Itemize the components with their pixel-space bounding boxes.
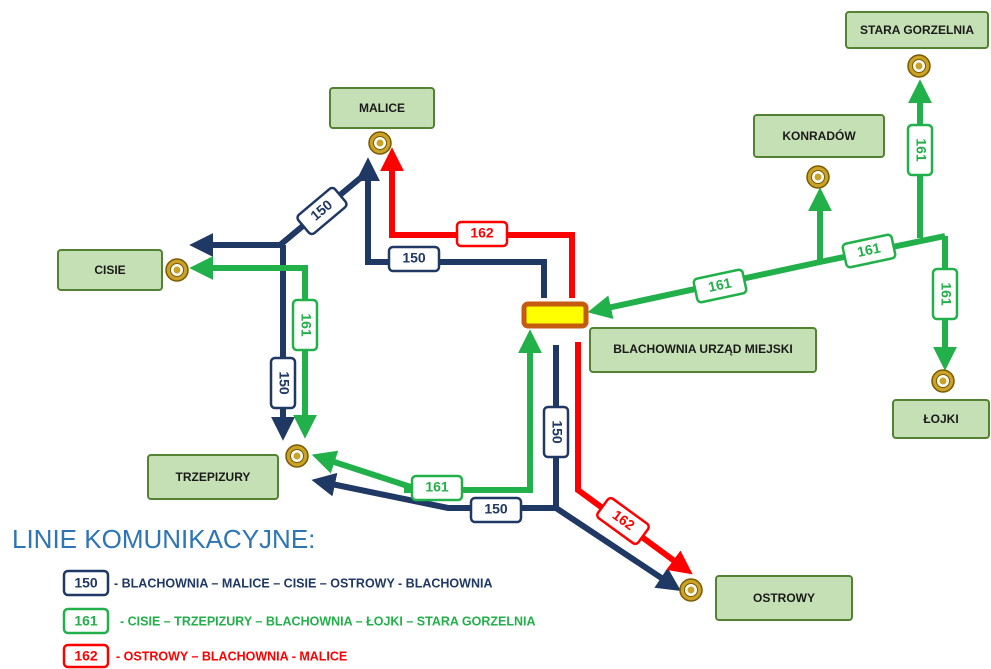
stop-box <box>329 87 435 129</box>
route-tag-150-top: 150 <box>387 245 441 273</box>
stop-stara-gorzelnia: STARA GORZELNIA <box>845 11 989 78</box>
stop-label: TRZEPIZURY <box>176 470 251 484</box>
route-tag-162-top: 162 <box>455 220 509 248</box>
stop-box <box>147 454 279 500</box>
stop-label: KONRADÓW <box>782 128 856 143</box>
legend-number: 161 <box>74 613 98 629</box>
legend: LINIE KOMUNIKACYJNE: 150 - BLACHOWNIA – … <box>12 524 536 669</box>
stop-label: CISIE <box>94 263 125 277</box>
route-150-segment-hub-malice <box>356 157 547 298</box>
route-tag-161-bottom: 161 <box>410 474 464 502</box>
route-tag-label: 161 <box>707 274 733 295</box>
route-tag-label: 161 <box>938 282 954 306</box>
route-tag-label: 150 <box>549 420 565 444</box>
route-tag-label: 162 <box>470 225 494 241</box>
hub-marker <box>521 301 589 329</box>
route-161-segment-bottom-hub <box>404 329 542 493</box>
legend-item-161: 161 - CISIE – TRZEPIZURY – BLACHOWNIA – … <box>62 607 536 635</box>
stop-box <box>753 114 885 158</box>
stop-lojki: ŁOJKI <box>892 369 990 439</box>
stop-icon <box>165 258 189 282</box>
route-tag-150-vertical-left: 150 <box>269 356 297 410</box>
route-tag-150-bottom: 150 <box>469 496 523 524</box>
route-tag-161-left: 161 <box>291 298 319 352</box>
route-tag-label: 150 <box>402 250 426 266</box>
stop-icon <box>931 369 955 393</box>
stop-label: STARA GORZELNIA <box>860 23 974 37</box>
stop-label: OSTROWY <box>753 591 815 605</box>
stop-ostrowy: OSTROWY <box>679 575 853 621</box>
stop-icon <box>285 444 309 468</box>
legend-item-162: 162 - OSTROWY – BLACHOWNIA - MALICE <box>62 643 347 669</box>
route-162-segment-hub-ostrowy <box>575 342 693 575</box>
stop-icon <box>907 54 931 78</box>
legend-number: 150 <box>74 575 98 591</box>
route-tag-161-stara: 161 <box>906 123 934 177</box>
legend-description: - OSTROWY – BLACHOWNIA - MALICE <box>116 649 347 663</box>
stop-icon <box>368 131 392 155</box>
stop-label: MALICE <box>359 101 405 115</box>
route-tag-label: 161 <box>913 138 929 162</box>
stop-label: ŁOJKI <box>923 412 958 426</box>
route-tag-label: 161 <box>856 239 882 260</box>
stop-icon <box>806 165 830 189</box>
route-tag-label: 161 <box>425 479 449 495</box>
stop-box <box>57 249 163 291</box>
legend-number: 162 <box>74 648 98 664</box>
legend-description: - CISIE – TRZEPIZURY – BLACHOWNIA – ŁOJK… <box>120 614 536 628</box>
stop-malice: MALICE <box>329 87 435 155</box>
stop-box <box>589 327 817 373</box>
route-tag-150-diagonal: 150 <box>296 186 348 236</box>
stop-trzepizury: TRZEPIZURY <box>147 444 309 500</box>
legend-title: LINIE KOMUNIKACYJNE: <box>12 524 315 554</box>
route-tag-label: 150 <box>484 501 508 517</box>
route-tag-161-lojki: 161 <box>931 267 959 321</box>
route-tag-label: 161 <box>298 313 314 337</box>
legend-item-150: 150 - BLACHOWNIA – MALICE – CISIE – OSTR… <box>62 569 492 597</box>
route-tag-150-vertical-hub: 150 <box>542 405 570 459</box>
stop-box <box>715 575 853 621</box>
hub-blachownia: BLACHOWNIA URZĄD MIEJSKI <box>521 301 817 373</box>
stop-label: BLACHOWNIA URZĄD MIEJSKI <box>613 342 793 356</box>
stop-box <box>845 11 989 49</box>
stop-cisie: CISIE <box>57 249 189 291</box>
route-tag-161-east-1: 161 <box>692 268 748 304</box>
stop-konradow: KONRADÓW <box>753 114 885 189</box>
stop-box <box>892 399 990 439</box>
route-tag-label: 150 <box>276 371 292 395</box>
route-tag-161-east-2: 161 <box>841 233 897 269</box>
legend-description: - BLACHOWNIA – MALICE – CISIE – OSTROWY … <box>114 576 492 590</box>
stop-icon <box>679 578 703 602</box>
route-161-segment-to-trzepizury <box>311 450 421 493</box>
